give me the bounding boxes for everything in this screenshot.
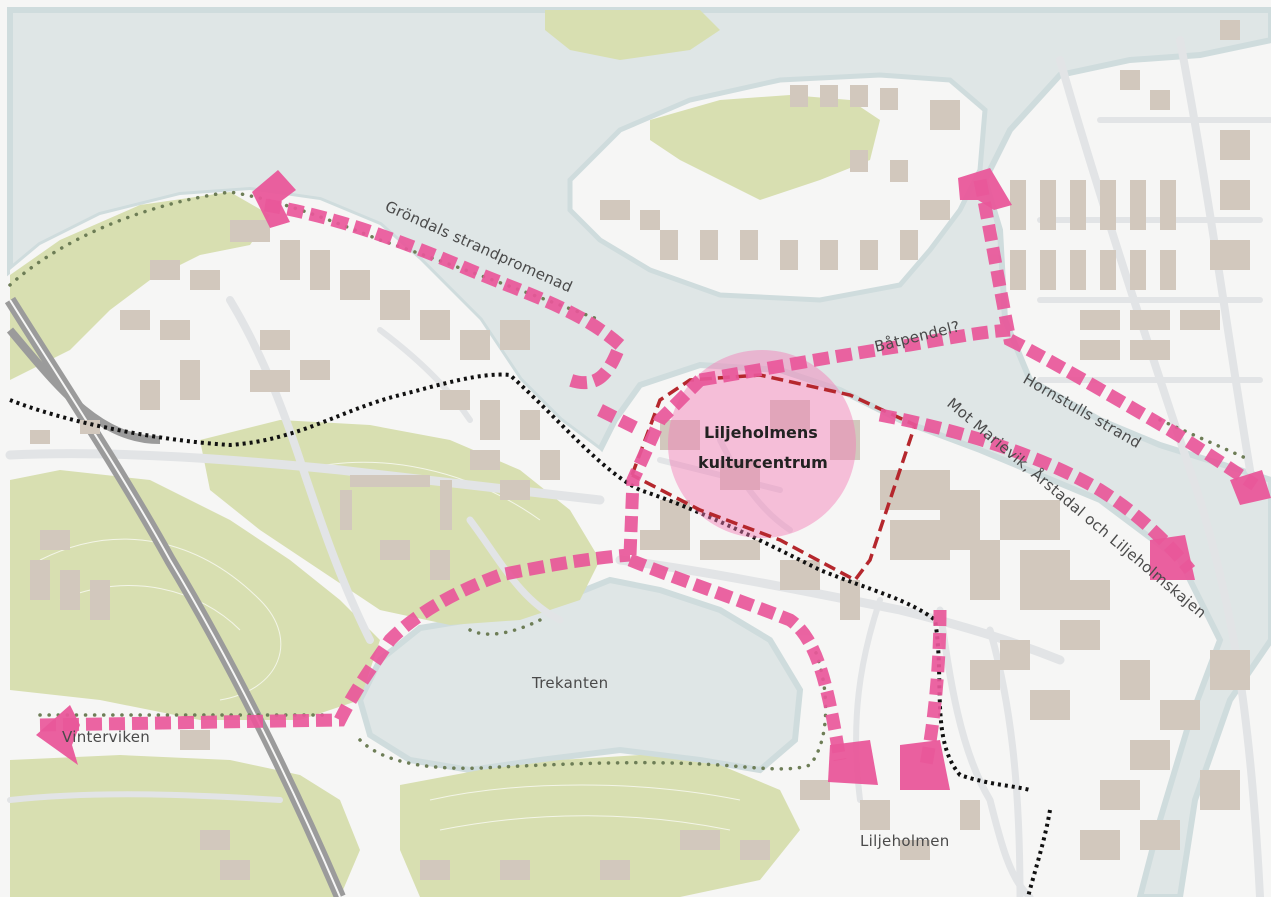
route-hornstulls-north <box>973 178 1259 491</box>
route-arrow-icon <box>900 740 950 790</box>
park-southwest <box>10 755 360 897</box>
label-liljeholmen: Liljeholmen <box>860 832 950 850</box>
route-liljeholmen <box>597 404 643 436</box>
route-arrow-icon <box>252 170 296 228</box>
label-kulturcentrum-2: kulturcentrum <box>698 453 828 472</box>
kulturcentrum-focus-circle[interactable] <box>668 350 856 538</box>
route-kultur-south <box>623 375 705 556</box>
label-vinterviken: Vinterviken <box>62 728 150 746</box>
route-batpendel <box>698 323 1011 387</box>
route-layer[interactable] <box>39 178 1259 772</box>
route-arrow-icon <box>828 740 878 785</box>
island-park <box>650 95 880 200</box>
building-layer <box>30 20 1250 880</box>
highway <box>4 296 346 897</box>
route-arrow-icon <box>36 705 80 765</box>
route-arrows[interactable] <box>36 168 1271 790</box>
route-arrow-icon <box>1150 535 1195 580</box>
label-kulturcentrum-1: Liljeholmens <box>704 423 818 442</box>
park-northwest <box>10 192 270 380</box>
route-grondals <box>264 198 628 389</box>
walking-trail <box>8 190 1252 771</box>
label-trekanten: Trekanten <box>531 674 608 692</box>
contours <box>39 461 741 831</box>
park-layer <box>10 10 800 897</box>
route-mariewik <box>878 408 1196 575</box>
route-arrow-icon <box>1230 470 1271 505</box>
route-trekanten-east <box>627 553 847 762</box>
route-west <box>39 548 631 732</box>
route-arrow-icon <box>958 168 1012 210</box>
park-top <box>545 10 720 60</box>
